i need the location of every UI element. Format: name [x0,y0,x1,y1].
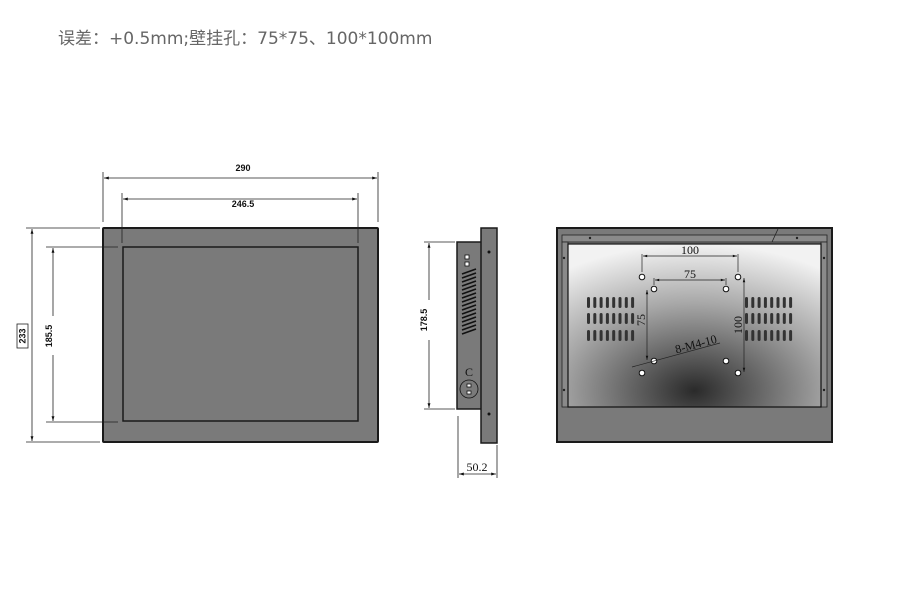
back-view: 100 75 75 100 8-M4-10 [556,227,833,443]
vesa-holes [638,273,742,377]
dim-depth: 50.2 [467,460,488,474]
vent-slot [751,313,755,324]
port-circle [459,379,479,399]
vent-slot [789,313,793,324]
dim-vesa-outer-h: 100 [681,243,699,257]
vent-slot [593,313,597,324]
vent-slot [593,330,597,341]
tolerance-caption: 误差：+0.5mm;壁挂孔：75*75、100*100mm [58,29,433,49]
dim-vesa-outer-v: 100 [731,316,745,334]
dim-overall-height: 233 [18,328,28,343]
vent-slot [745,313,748,324]
vent-slot [770,330,774,341]
vent-slot [624,330,628,341]
vent-slot [757,330,761,341]
dim-screen-height: 185.5 [44,325,54,348]
side-view: C 178.5 50.2 [419,227,498,478]
vent-slot [605,330,609,341]
vent-slot [631,297,635,308]
vent-slot [605,297,609,308]
side-vent [461,268,477,335]
vent-slot [776,313,780,324]
vent-slot [763,313,767,324]
vent-slot [587,313,590,324]
vent-slot [789,330,793,341]
vent-slot [776,330,780,341]
vent-slot [745,330,748,341]
vent-slot [612,313,616,324]
vent-slot [587,330,590,341]
vent-slot [782,330,786,341]
back-panel [567,243,822,408]
vent-slot [618,313,622,324]
vent-slot [599,313,603,324]
back-vents [587,297,793,341]
dim-vesa-inner-v: 75 [634,314,648,326]
vent-slot [624,297,628,308]
vent-slot [789,297,793,308]
vent-slot [763,330,767,341]
vent-slot [763,297,767,308]
vent-slot [631,330,635,341]
vent-slot [776,297,780,308]
vent-slot [612,297,616,308]
port-label: C [465,365,473,379]
vent-slot [599,330,603,341]
dim-vesa-inner-h: 75 [684,267,696,281]
front-screen [122,246,359,422]
vent-slot [612,330,616,341]
dim-overall-width: 290 [235,163,250,173]
vent-slot [782,313,786,324]
vent-slot [605,313,609,324]
vent-slot [751,297,755,308]
vent-slot [624,313,628,324]
vent-slot [757,297,761,308]
vent-slot [599,297,603,308]
dim-body-height: 178.5 [419,309,429,332]
vent-slot [745,297,748,308]
vent-slot [631,313,635,324]
vent-slot [770,313,774,324]
side-front-plate [480,227,498,444]
front-view: 290 246.5 233 185.5 [16,163,379,443]
dim-screen-width: 246.5 [232,199,255,209]
vent-slot [770,297,774,308]
vent-slot [751,330,755,341]
vent-slot [782,297,786,308]
vent-slot [618,330,622,341]
vent-slot [593,297,597,308]
vent-slot [618,297,622,308]
vent-slot [587,297,590,308]
vent-slot [757,313,761,324]
